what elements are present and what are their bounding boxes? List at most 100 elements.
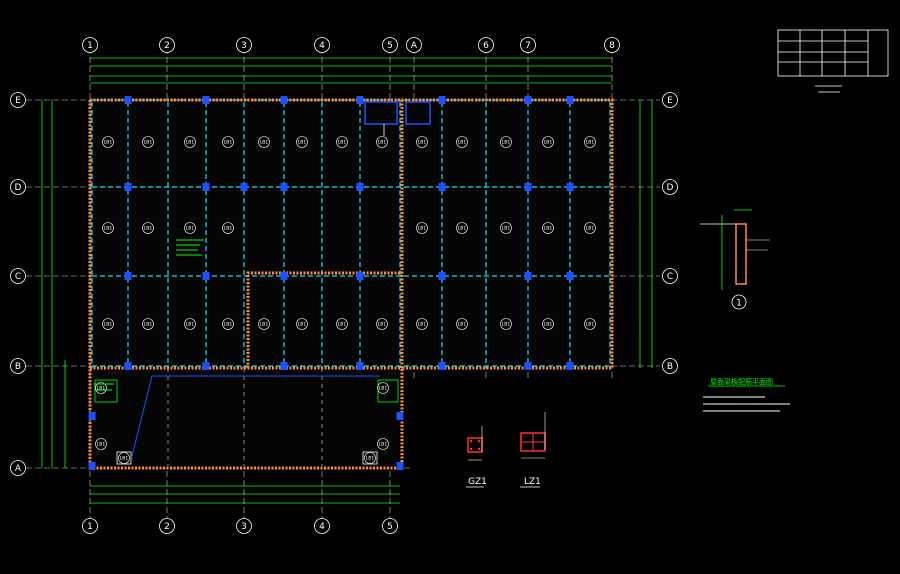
grid-bubble-top: 6 bbox=[478, 37, 494, 53]
slab-bubble-circle bbox=[376, 136, 388, 148]
slab-bubble: LB1 bbox=[222, 318, 234, 330]
slab-bubble: LB1 bbox=[222, 136, 234, 148]
column-marker bbox=[202, 183, 210, 191]
column-marker bbox=[280, 183, 288, 191]
slab-bubble: LB1 bbox=[142, 222, 154, 234]
grid-bubble-top-label: 5 bbox=[387, 41, 393, 51]
slab-bubble-circle bbox=[184, 136, 196, 148]
slab-bubble-label: LB1 bbox=[186, 322, 195, 328]
column-marker bbox=[566, 96, 574, 104]
grid-bubble-top: 7 bbox=[520, 37, 536, 53]
grid-bubble-top-label: 7 bbox=[525, 41, 531, 51]
slab-bubble-circle bbox=[184, 318, 196, 330]
grid-bubble-right-label: D bbox=[667, 183, 674, 193]
slab-bubble: LB1 bbox=[102, 222, 114, 234]
grid-bubble-top-circle bbox=[82, 37, 98, 53]
slab-bubble-circle bbox=[542, 318, 554, 330]
column-marker bbox=[124, 96, 132, 104]
slab-bubble-circle bbox=[296, 136, 308, 148]
grid-bubble-bottom: 3 bbox=[236, 518, 252, 534]
slab-bubble: LB1 bbox=[102, 318, 114, 330]
slab-bubble: LB1 bbox=[142, 318, 154, 330]
column-marker bbox=[438, 96, 446, 104]
slab-bubble: LB1 bbox=[456, 318, 468, 330]
grid-bubble-bottom-circle bbox=[159, 518, 175, 534]
grid-bubble-left-circle bbox=[10, 358, 26, 374]
grid-bubble-bottom: 4 bbox=[314, 518, 330, 534]
slab-bubble: LB1 bbox=[336, 136, 348, 148]
slab-bubble: LB1 bbox=[95, 382, 107, 394]
slab-bubble: LB1 bbox=[500, 136, 512, 148]
grid-bubble-top: 1 bbox=[82, 37, 98, 53]
gz1-tag: GZ1 bbox=[468, 477, 487, 487]
column-marker bbox=[396, 462, 404, 470]
grid-bubble-right-circle bbox=[662, 268, 678, 284]
grid-bubble-left-label: C bbox=[15, 272, 21, 282]
grid-bubble-top-label: 4 bbox=[319, 41, 325, 51]
slab-bubble-label: LB1 bbox=[502, 226, 511, 232]
slab-bubble-circle bbox=[95, 382, 107, 394]
slab-bubble-circle bbox=[542, 222, 554, 234]
slab-regions bbox=[92, 102, 612, 468]
slab-bubble-circle bbox=[584, 136, 596, 148]
slab-bubble-label: LB1 bbox=[104, 226, 113, 232]
grid-bubble-top: 2 bbox=[159, 37, 175, 53]
slab-bubble-label: LB1 bbox=[379, 386, 388, 392]
grid-bubble-bottom-circle bbox=[236, 518, 252, 534]
grid-bubble-right: B bbox=[662, 358, 678, 374]
column-marker bbox=[88, 462, 96, 470]
grid-bubble-left: E bbox=[10, 92, 26, 108]
slab-bubble: LB1 bbox=[258, 318, 270, 330]
slab-bubble-label: LB1 bbox=[458, 322, 467, 328]
grid-bubble-top-label: A bbox=[411, 41, 418, 51]
column-marker bbox=[524, 272, 532, 280]
grid-bubble-bottom-label: 3 bbox=[241, 522, 247, 532]
slab-bubble: LB1 bbox=[102, 136, 114, 148]
grid-bubble-bottom-label: 1 bbox=[87, 522, 93, 532]
column-marker bbox=[524, 96, 532, 104]
slab-bubble: LB1 bbox=[142, 136, 154, 148]
column-marker bbox=[566, 272, 574, 280]
slab-bubble: LB1 bbox=[296, 136, 308, 148]
grid-bubble-top-circle bbox=[382, 37, 398, 53]
grid-bubble-top: 3 bbox=[236, 37, 252, 53]
grid-bubble-right-label: C bbox=[667, 272, 673, 282]
column-marker bbox=[396, 412, 404, 420]
column-marker bbox=[438, 183, 446, 191]
grid-bubble-top-circle bbox=[314, 37, 330, 53]
column-marker bbox=[124, 272, 132, 280]
slab-bubble-label: LB1 bbox=[586, 226, 595, 232]
slab-bubble-circle bbox=[102, 222, 114, 234]
column-marker bbox=[202, 96, 210, 104]
slab-bubble: LB1 bbox=[118, 452, 130, 464]
slab-bubble-circle bbox=[456, 136, 468, 148]
grid-bubble-right-circle bbox=[662, 358, 678, 374]
slab-bubble-circle bbox=[416, 136, 428, 148]
slab-bubble-circle bbox=[416, 318, 428, 330]
slab-bubble-circle bbox=[142, 222, 154, 234]
grid-bubble-bottom-circle bbox=[382, 518, 398, 534]
stair-region bbox=[94, 375, 399, 465]
column-marker bbox=[356, 96, 364, 104]
slab-bubble-label: LB1 bbox=[418, 322, 427, 328]
grid-bubble-top-label: 2 bbox=[164, 41, 170, 51]
slab-bubble-circle bbox=[376, 318, 388, 330]
slab-bubble-label: LB1 bbox=[144, 140, 153, 146]
slab-bubble-label: LB1 bbox=[378, 322, 387, 328]
notes-block: 屋面梁板配筋平面图 bbox=[703, 377, 790, 412]
slab-bubble: LB1 bbox=[500, 222, 512, 234]
column-marker bbox=[88, 412, 96, 420]
column-marker bbox=[566, 183, 574, 191]
column-marker bbox=[566, 362, 574, 370]
grid-bubble-left-label: E bbox=[15, 96, 21, 106]
title-block bbox=[777, 29, 889, 93]
grid-bubble-left-circle bbox=[10, 92, 26, 108]
slab-bubble-circle bbox=[364, 452, 376, 464]
slab-bubble-label: LB1 bbox=[544, 322, 553, 328]
grid-bubble-top-circle bbox=[478, 37, 494, 53]
slab-bubble-label: LB1 bbox=[97, 442, 106, 448]
annotation-marks bbox=[94, 239, 204, 391]
